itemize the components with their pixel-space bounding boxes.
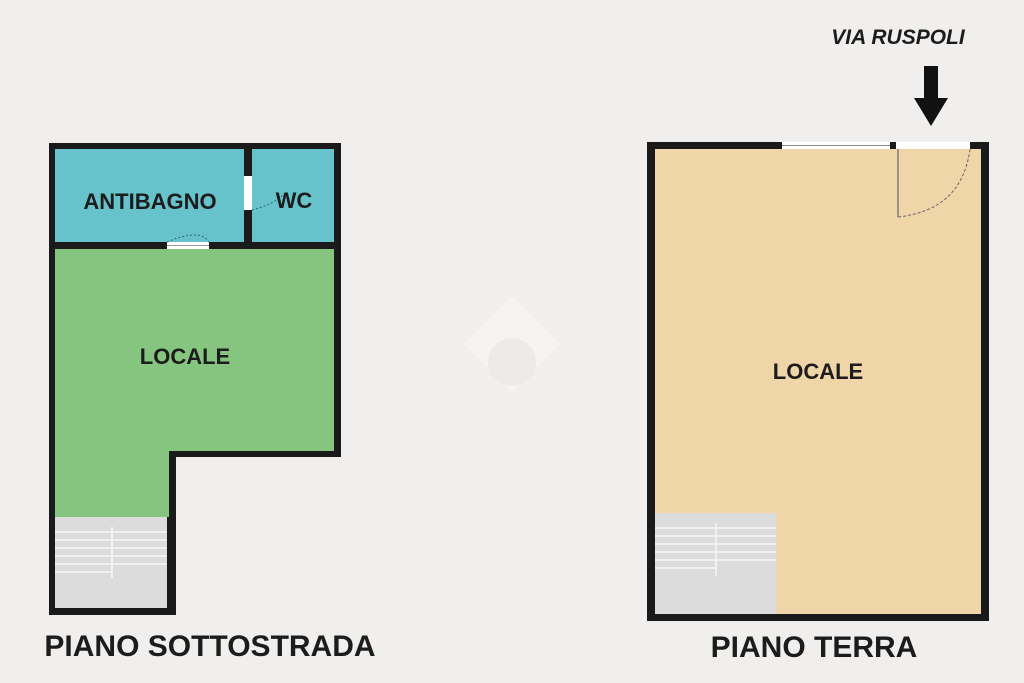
ground-floor-plan: LOCALE VIA RUSPOLI PIANO TERRA: [647, 26, 989, 664]
door-wc: [244, 176, 284, 211]
ground-floor-title: PIANO TERRA: [711, 631, 918, 664]
room-basement-locale: [55, 249, 334, 517]
room-wc: [252, 149, 334, 242]
basement-floor-title: PIANO SOTTOSTRADA: [44, 630, 375, 663]
down-arrow-icon: [914, 66, 948, 126]
door-antibagno: [166, 234, 210, 249]
label-wc: WC: [276, 188, 313, 213]
basement-stairs: [55, 517, 167, 608]
entrance-door: [896, 142, 971, 218]
room-antibagno: [55, 149, 244, 242]
ground-stairs: [655, 513, 776, 614]
street-label: VIA RUSPOLI: [831, 26, 966, 49]
label-ground-locale: LOCALE: [773, 359, 863, 384]
shop-window: [782, 142, 890, 149]
logo-watermark: [464, 296, 560, 392]
label-antibagno: ANTIBAGNO: [83, 189, 216, 214]
basement-floor-plan: ANTIBAGNO WC LOCALE PIANO SOTTOSTRADA: [44, 143, 376, 663]
label-basement-locale: LOCALE: [140, 344, 230, 369]
